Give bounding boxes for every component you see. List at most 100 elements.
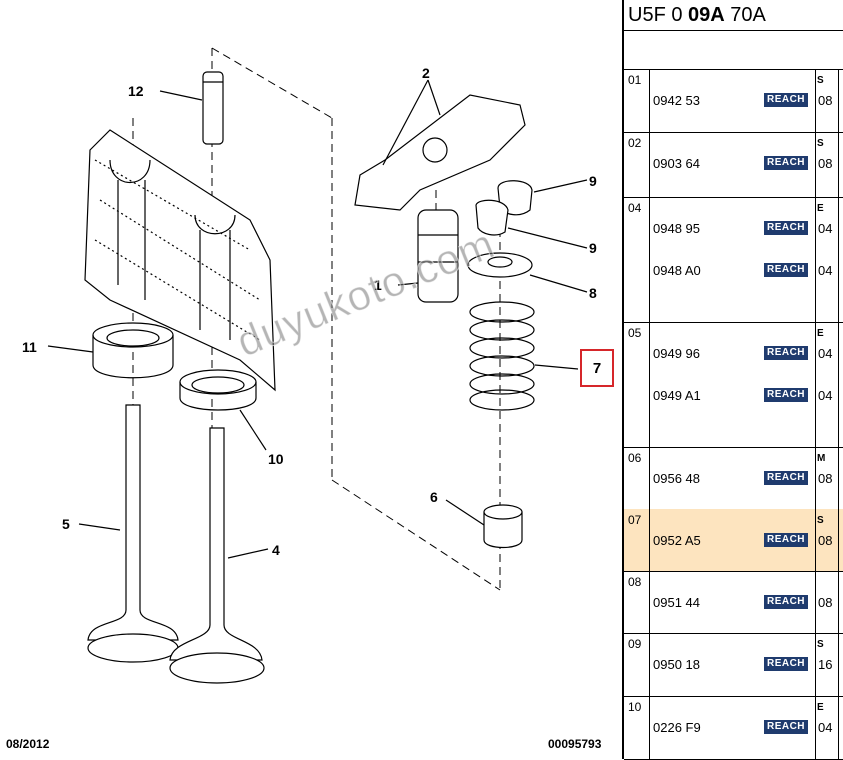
row-number: 06 xyxy=(624,447,650,509)
column-divider xyxy=(815,509,816,571)
row-number: 10 xyxy=(624,696,650,759)
row-number: 02 xyxy=(624,132,650,197)
column-divider xyxy=(838,197,839,322)
callout-2: 2 xyxy=(422,65,430,81)
column-divider xyxy=(815,447,816,509)
row-description-cut: S xyxy=(817,138,824,149)
column-divider xyxy=(838,447,839,509)
part-reference[interactable]: 0956 48 xyxy=(653,471,700,486)
part-reference[interactable]: 0948 95 xyxy=(653,221,700,236)
row-description-cut: S xyxy=(817,515,824,526)
column-divider xyxy=(838,571,839,633)
header-bold: 09A xyxy=(688,4,725,26)
column-divider xyxy=(815,696,816,759)
reach-badge: REACH xyxy=(764,595,808,609)
part-quantity: 04 xyxy=(818,720,833,735)
part-line: 0949 96REACH04C xyxy=(650,344,843,364)
row-number: 01 xyxy=(624,69,650,132)
part-reference[interactable]: 0951 44 xyxy=(653,595,700,610)
parts-row[interactable]: 01 S 0942 53 REACH 08 xyxy=(624,69,843,133)
panel-header: U5F 0 09A 70A xyxy=(624,0,843,31)
part-line: 0903 64 REACH 08 xyxy=(650,154,843,174)
column-divider xyxy=(815,197,816,322)
row-number: 09 xyxy=(624,633,650,696)
reach-badge: REACH xyxy=(764,221,808,235)
reach-badge: REACH xyxy=(764,156,808,170)
reach-badge: REACH xyxy=(764,657,808,671)
part-reference[interactable]: 0949 96 xyxy=(653,346,700,361)
part-line: 0948 95REACH04C xyxy=(650,219,843,239)
part-quantity: 08 xyxy=(818,533,833,548)
reach-badge: REACH xyxy=(764,720,808,734)
callout-8: 8 xyxy=(589,285,597,301)
row-number: 08 xyxy=(624,571,650,633)
part-line: 0949 A1REACH04F xyxy=(650,386,843,406)
part-line: 0942 53 REACH 08 xyxy=(650,91,843,111)
column-divider xyxy=(838,696,839,759)
callout-9-lower: 9 xyxy=(589,240,597,256)
callout-9-upper: 9 xyxy=(589,173,597,189)
part-line: 0226 F9REACH04F xyxy=(650,718,843,738)
part-reference[interactable]: 0948 A0 xyxy=(653,263,701,278)
column-divider xyxy=(815,69,816,132)
panel-blank-row xyxy=(624,31,843,70)
part-quantity: 08 xyxy=(818,93,833,108)
column-divider xyxy=(815,633,816,696)
row-description-cut: S xyxy=(817,75,824,86)
part-quantity: 08 xyxy=(818,595,833,610)
column-divider xyxy=(838,322,839,447)
part-reference[interactable]: 0226 F9 xyxy=(653,720,701,735)
row-number: 05 xyxy=(624,322,650,447)
part-line: 0948 A0REACH04F xyxy=(650,261,843,281)
part-quantity: 04 xyxy=(818,221,833,236)
reach-badge: REACH xyxy=(764,388,808,402)
part-line: 0950 18REACH16D xyxy=(650,655,843,675)
part-quantity: 04 xyxy=(818,388,833,403)
reach-badge: REACH xyxy=(764,533,808,547)
part-line: 0951 44REACH08D xyxy=(650,593,843,613)
exploded-valve-diagram: 12 2 1 11 10 5 4 6 9 9 8 xyxy=(22,47,597,684)
callout-7-highlighted[interactable]: 7 xyxy=(580,349,614,387)
part-reference[interactable]: 0952 A5 xyxy=(653,533,701,548)
part-reference[interactable]: 0942 53 xyxy=(653,93,700,108)
part-quantity: 08 xyxy=(818,471,833,486)
callout-1: 1 xyxy=(374,277,382,293)
part-line: 0956 48REACH08D xyxy=(650,469,843,489)
reach-badge: REACH xyxy=(764,93,808,107)
callout-10: 10 xyxy=(268,451,284,467)
column-divider xyxy=(838,69,839,132)
callout-12: 12 xyxy=(128,83,144,99)
reach-badge: REACH xyxy=(764,263,808,277)
part-quantity: 08 xyxy=(818,156,833,171)
footer-doc-number: 00095793 xyxy=(548,737,602,751)
part-line: 0952 A5 REACH 08 xyxy=(650,531,843,551)
reach-badge: REACH xyxy=(764,471,808,485)
parts-row[interactable]: 02 S 0903 64 REACH 08 xyxy=(624,132,843,198)
footer-date: 08/2012 xyxy=(6,737,50,751)
header-suffix: 70A xyxy=(724,4,766,26)
header-prefix: U5F 0 xyxy=(628,4,689,26)
callout-4: 4 xyxy=(272,542,280,558)
part-quantity: 04 xyxy=(818,263,833,278)
row-description-cut: M xyxy=(817,453,826,464)
row-description-cut: S xyxy=(817,639,824,650)
part-quantity: 04 xyxy=(818,346,833,361)
part-reference[interactable]: 0949 A1 xyxy=(653,388,701,403)
part-reference[interactable]: 0950 18 xyxy=(653,657,700,672)
row-number: 04 xyxy=(624,197,650,322)
column-divider xyxy=(838,509,839,571)
callout-11: 11 xyxy=(22,339,37,355)
callout-5: 5 xyxy=(62,516,70,532)
callout-6: 6 xyxy=(430,489,438,505)
row-description-cut: E xyxy=(817,203,824,214)
row-description-cut: E xyxy=(817,702,824,713)
row-description-cut: E xyxy=(817,328,824,339)
part-reference[interactable]: 0903 64 xyxy=(653,156,700,171)
